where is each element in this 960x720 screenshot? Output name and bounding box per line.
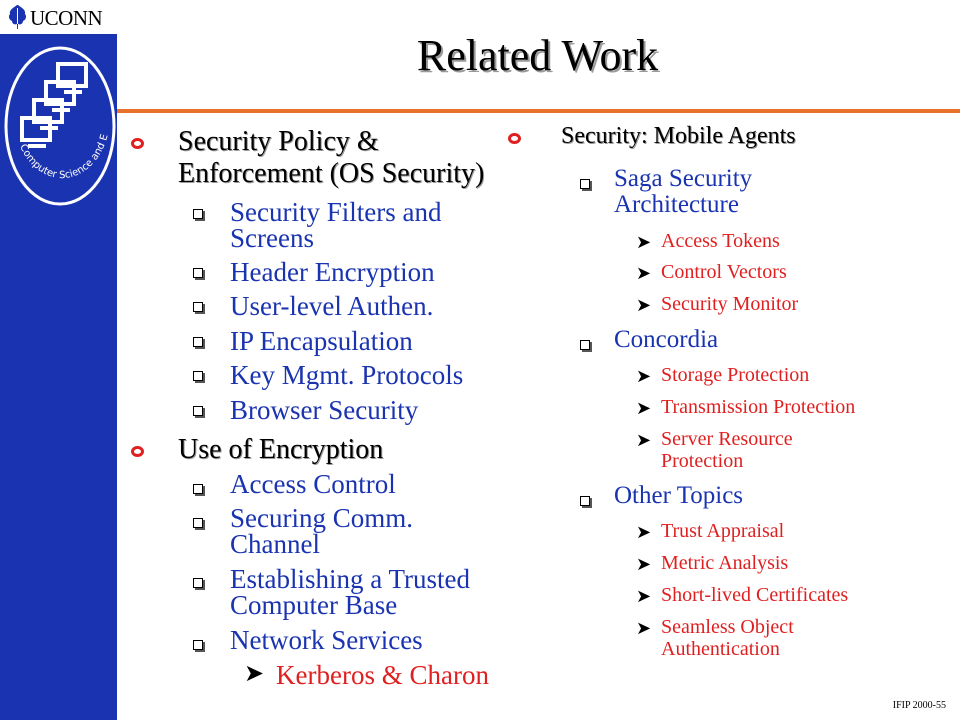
list-item: User-level Authen. (230, 291, 434, 321)
arrowhead-bullet-icon: ➤ (636, 522, 652, 542)
square-bullet-icon (193, 406, 203, 416)
arrowhead-bullet-icon: ➤ (636, 398, 652, 418)
square-bullet-icon (193, 578, 203, 588)
square-bullet-icon (193, 518, 203, 528)
list-item: Metric Analysis (661, 552, 789, 574)
hollow-circle-bullet-icon (131, 138, 144, 149)
list-item: Security Monitor (661, 293, 799, 315)
square-bullet-icon (193, 302, 203, 312)
list-item: Security Filters and Screens (230, 197, 442, 253)
title-rule (117, 109, 960, 113)
square-bullet-icon (193, 640, 203, 650)
list-item: Seamless Object Authentication (661, 616, 794, 660)
square-bullet-icon (193, 371, 203, 381)
arrowhead-bullet-icon: ➤ (636, 295, 652, 315)
oak-leaf-icon (8, 5, 27, 29)
slide-number: IFIP 2000-55 (892, 700, 946, 711)
arrowhead-bullet-icon: ➤ (636, 586, 652, 606)
arrowhead-bullet-icon: ➤ (636, 366, 652, 386)
arrowhead-bullet-icon: ➤ (636, 430, 652, 450)
list-item: Header Encryption (230, 257, 435, 287)
list-item: Short-lived Certificates (661, 584, 849, 606)
square-bullet-icon (193, 337, 203, 347)
right-section-title: Security: Mobile Agents (561, 123, 796, 149)
list-item: Browser Security (230, 395, 419, 425)
brand: UCONN (0, 0, 118, 34)
square-bullet-icon (193, 209, 203, 219)
list-item: Concordia (614, 326, 719, 353)
left-section-2-title: Use of Encryption (178, 434, 384, 465)
list-item: Network Services (230, 625, 423, 655)
list-item: Saga Security Architecture (614, 165, 753, 218)
list-item: Control Vectors (661, 261, 787, 283)
square-bullet-icon (193, 268, 203, 278)
list-item: Trust Appraisal (661, 520, 785, 542)
list-item: Server Resource Protection (661, 428, 793, 472)
hollow-circle-bullet-icon (131, 446, 144, 457)
list-item: Storage Protection (661, 364, 810, 386)
square-bullet-icon (580, 340, 590, 350)
arrowhead-bullet-icon: ➤ (636, 263, 652, 283)
list-item: Securing Comm. Channel (230, 503, 413, 559)
list-item: Establishing a Trusted Computer Base (230, 564, 471, 620)
networked-computers-icon: Computer Science and Engineering (0, 26, 116, 206)
square-bullet-icon (580, 179, 590, 189)
hollow-circle-bullet-icon (508, 133, 521, 144)
arrowhead-bullet-icon: ➤ (244, 661, 265, 687)
arrowhead-bullet-icon: ➤ (636, 554, 652, 574)
page-title: Related Work (416, 31, 659, 80)
left-section-1-title: Security Policy & Enforcement (OS Securi… (178, 126, 485, 189)
list-item: Other Topics (614, 482, 744, 509)
arrowhead-bullet-icon: ➤ (636, 618, 652, 638)
logo: Computer Science and Engineering (0, 26, 118, 218)
list-item: IP Encapsulation (230, 326, 413, 356)
list-item: Access Tokens (661, 230, 780, 252)
list-item: Access Control (230, 469, 396, 499)
list-item: Key Mgmt. Protocols (230, 360, 464, 390)
arrowhead-bullet-icon: ➤ (636, 232, 652, 252)
brand-name: UCONN (30, 6, 103, 30)
square-bullet-icon (193, 484, 203, 494)
square-bullet-icon (580, 496, 590, 506)
list-item: Transmission Protection (661, 396, 856, 418)
list-item: Kerberos & Charon (276, 660, 489, 690)
